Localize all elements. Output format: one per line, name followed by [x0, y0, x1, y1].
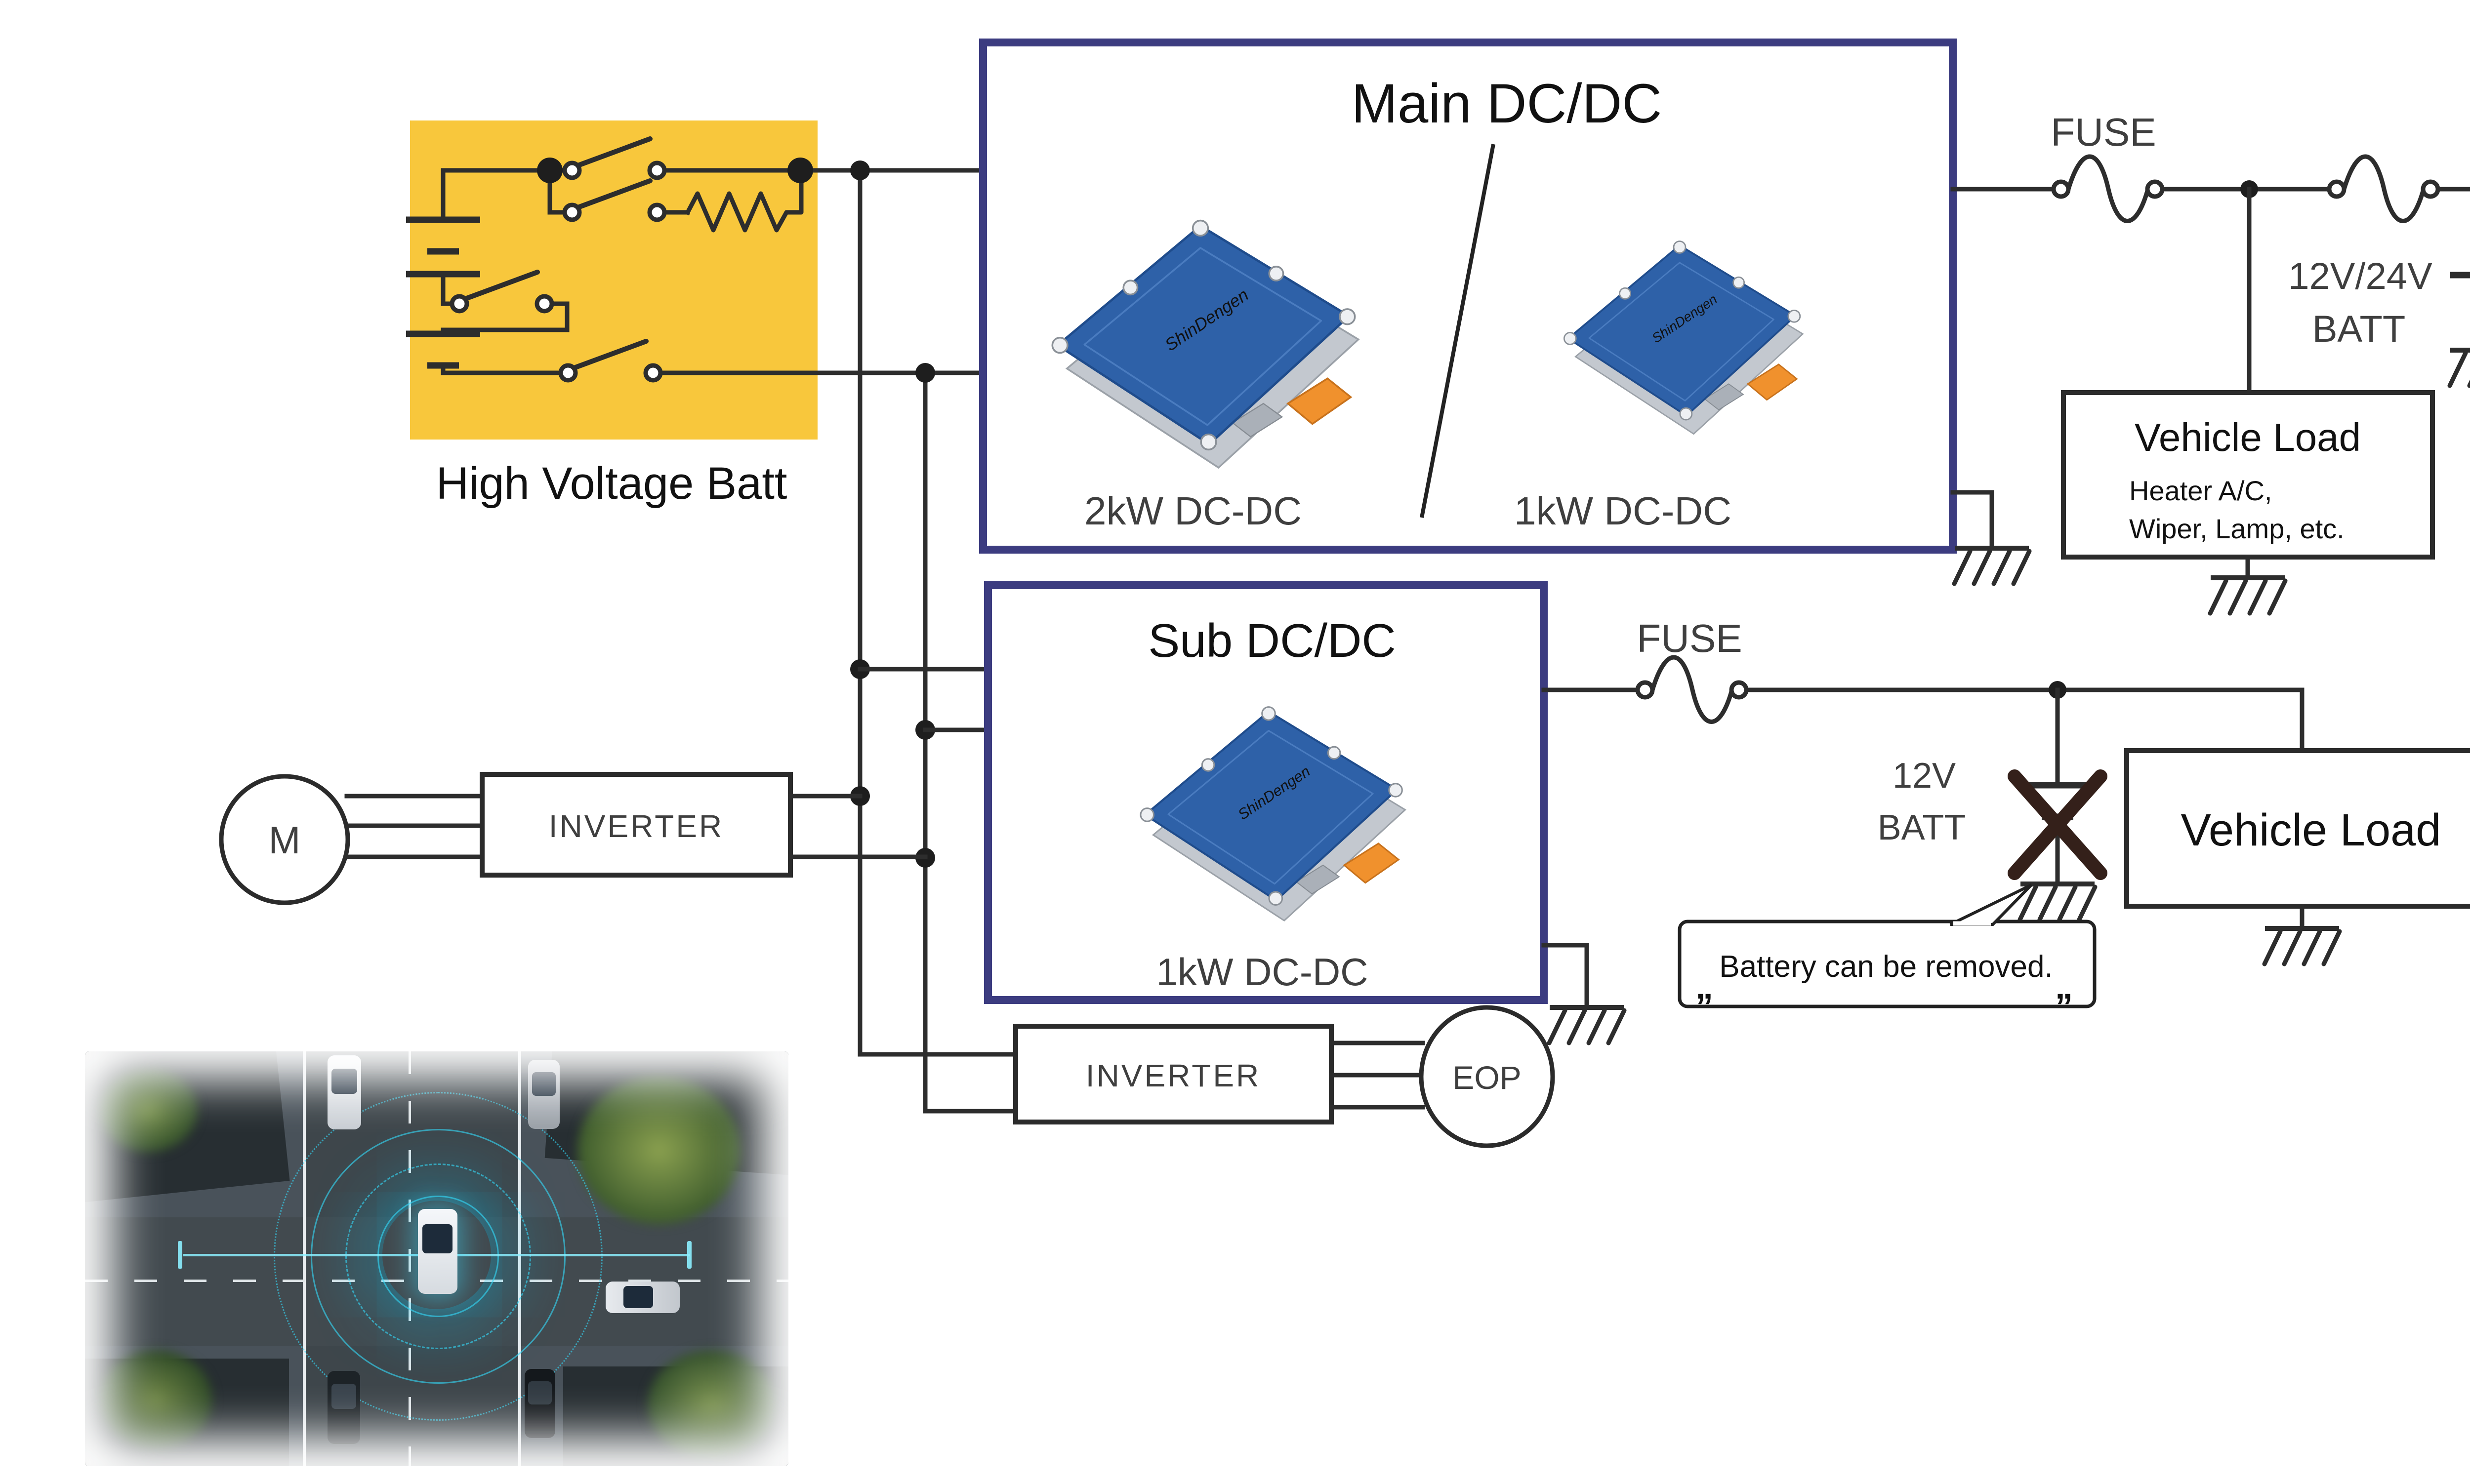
tree [648, 1350, 777, 1459]
vehicle-load-heater-box [2061, 390, 2435, 560]
eop-drive-block: INVERTER EOP [1013, 1005, 1555, 1148]
car [328, 1370, 361, 1444]
hv-dc-bus [850, 160, 1018, 1114]
car [328, 1055, 362, 1130]
radar-scanline-end [687, 1241, 692, 1269]
fuse-sub-label: FUSE [1637, 616, 1742, 660]
note-quote-left: „ [1695, 967, 1713, 1006]
sub-dcdc-block: Sub DC/DC 1kW DC-DC [984, 581, 1624, 1043]
vehicle-load-heater-line1: Heater A/C, [2129, 475, 2272, 506]
converter-1kw-label: 1kW DC-DC [1514, 489, 1731, 533]
batt-12v-line1: 12V [1893, 756, 1956, 796]
batt-12v-line2: BATT [1878, 808, 1966, 847]
autonomous-driving-photo [85, 1051, 788, 1466]
tree [99, 1068, 198, 1152]
sub-dcdc-ground-icon [1549, 1007, 1624, 1043]
sub-converter-label: 1kW DC-DC [1156, 950, 1368, 994]
precharge-resistor-icon [684, 168, 804, 233]
note-bubble-box [1678, 920, 2097, 1008]
note-text: Battery can be removed. [1719, 950, 2053, 984]
main-output-circuit: FUSE 12V/24V BATT [1950, 110, 2470, 395]
motor-circle [219, 774, 350, 905]
fuse-main-icon [2054, 157, 2162, 221]
inverter-eop-box [1013, 1024, 1334, 1124]
photo-vignette [85, 1051, 788, 1466]
eop-label: EOP [1452, 1059, 1521, 1096]
tree [577, 1076, 741, 1225]
vehicle-load-sub-box [2124, 748, 2470, 909]
note-bubble: Battery can be removed. „ „ [1678, 883, 2097, 1008]
car [525, 1368, 555, 1438]
removed-x-icon [2008, 769, 2107, 880]
converter-2kw-label: 2kW DC-DC [1084, 489, 1302, 533]
car [605, 1282, 680, 1314]
vehicle-load-heater-block: Vehicle Load Heater A/C, Wiper, Lamp, et… [2061, 390, 2435, 613]
sub-output-circuit: FUSE 12V BATT [1541, 616, 2305, 920]
vehicle-load-heater-ground-icon [2210, 578, 2285, 613]
battery-12v24v-icon [2450, 275, 2470, 307]
sub-dcdc-title: Sub DC/DC [1148, 614, 1396, 667]
high-voltage-batt-label: High Voltage Batt [436, 458, 787, 509]
high-voltage-battery-box [410, 120, 818, 440]
fuse-batt-icon [2329, 157, 2438, 221]
main-dcdc-ground-icon [1954, 548, 2029, 584]
fuse-sub-icon [1638, 657, 1746, 722]
main-dcdc-block: Main DC/DC 2kW DC-DC 1kW DC-DC [979, 39, 2029, 584]
radar-ring [274, 1091, 603, 1421]
main-dcdc-title: Main DC/DC [1352, 73, 1662, 134]
vehicle-load-sub-ground-icon [2264, 928, 2340, 964]
vehicle-load-sub-block: Vehicle Load [2124, 748, 2470, 964]
inverter-main-box [480, 772, 793, 878]
batt-12v24v-line2: BATT [2312, 308, 2406, 350]
radar-scanline-end [177, 1241, 182, 1269]
traction-drive-block: M INVERTER [219, 772, 928, 905]
vehicle-load-heater-title: Vehicle Load [2135, 415, 2361, 459]
high-voltage-battery-block: High Voltage Batt [406, 120, 993, 509]
vehicle-load-heater-line2: Wiper, Lamp, etc. [2129, 513, 2345, 544]
car [528, 1059, 560, 1129]
vehicle-load-sub-title: Vehicle Load [2181, 805, 2441, 855]
battery-12v-ground-icon [2020, 884, 2095, 920]
note-quote-right: „ [2055, 967, 2073, 1006]
battery-12v24v-ground-icon [2450, 350, 2470, 386]
ego-car [417, 1209, 457, 1294]
eop-circle [1419, 1005, 1555, 1148]
inverter-eop-label: INVERTER [1086, 1058, 1261, 1093]
batt-12v24v-line1: 12V/24V [2288, 255, 2432, 297]
fuse-main-label: FUSE [2051, 110, 2156, 154]
slash-divider [1420, 144, 1495, 518]
tree [99, 1350, 213, 1449]
inverter-main-label: INVERTER [549, 808, 724, 844]
motor-label: M [269, 818, 301, 862]
